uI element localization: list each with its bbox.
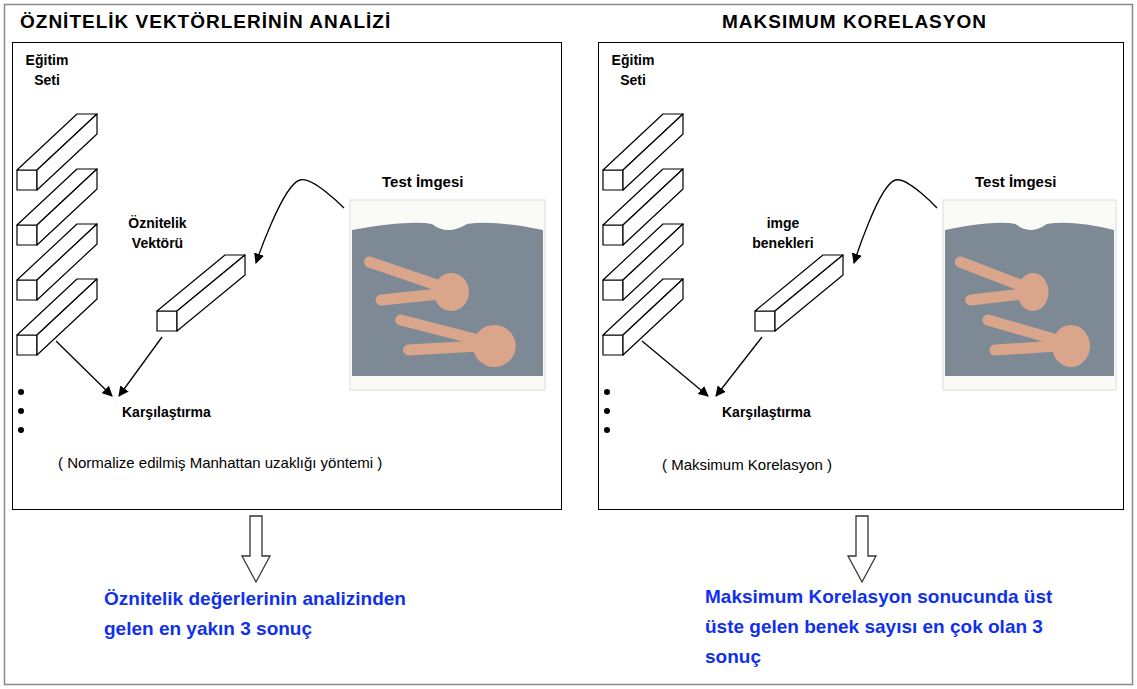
stack-shape — [14, 48, 106, 443]
comparison-label: Karşılaştırma — [722, 403, 811, 421]
outer-frame — [5, 5, 1133, 685]
node-label: Öznitelik Vektörü — [115, 213, 200, 253]
node-label: Eğitim Seti — [18, 50, 76, 90]
finger — [960, 262, 1022, 286]
test-photo — [350, 200, 545, 390]
finger — [988, 320, 1057, 340]
result-text: Maksimum Korelasyon sonucunda üst üste g… — [705, 582, 1077, 672]
prism-face — [177, 255, 245, 331]
vector-bar — [17, 279, 97, 355]
method-panel: ÖZNİTELİK VEKTÖRLERİNİN ANALİZİ( Normali… — [12, 42, 562, 510]
prism-face — [17, 335, 37, 355]
finger — [409, 346, 479, 350]
feature-vector: Öznitelik Vektörü — [115, 213, 255, 338]
node-label: Test İmgesi — [975, 172, 1056, 192]
prism-face — [755, 311, 775, 331]
panel-title: ÖZNİTELİK VEKTÖRLERİNİN ANALİZİ — [20, 10, 391, 34]
image-shape — [938, 168, 1121, 396]
bar-shape — [115, 213, 255, 338]
hollow-down-arrows — [242, 516, 876, 582]
prism-face — [157, 311, 177, 331]
hand — [473, 325, 516, 367]
method-note: ( Maksimum Korelasyon ) — [662, 455, 832, 475]
training-set-stack: Eğitim Seti — [600, 48, 692, 443]
prism-face — [17, 280, 37, 300]
finger — [971, 294, 1023, 300]
prism-face — [17, 170, 37, 190]
curved-arrow — [256, 180, 344, 263]
photo-frame — [943, 200, 1116, 390]
vector-bar — [755, 255, 843, 331]
prism-face — [623, 279, 683, 355]
continuation-dots — [18, 389, 610, 433]
finger — [370, 262, 440, 286]
test-image: Test İmgesi — [938, 168, 1121, 396]
photo-frame — [350, 200, 545, 390]
stack-shape — [600, 48, 692, 443]
patch-vector: imge benekleri — [713, 213, 853, 338]
shirt — [945, 223, 1114, 376]
node-label: imge benekleri — [738, 213, 828, 253]
finger — [381, 294, 440, 300]
hand — [1052, 325, 1090, 367]
finger — [995, 346, 1057, 350]
prism-face — [603, 335, 623, 355]
vector-bar — [157, 255, 245, 331]
method-panel: MAKSIMUM KORELASYON( Maksimum Korelasyon… — [598, 42, 1124, 510]
prism-face — [603, 170, 623, 190]
prism-face — [37, 279, 97, 355]
vector-bar — [603, 279, 683, 355]
training-set-stack: Eğitim Seti — [14, 48, 106, 443]
bar-shape — [713, 213, 853, 338]
result-text: Öznitelik değerlerinin analizinden gelen… — [104, 584, 449, 644]
hand — [434, 273, 469, 311]
prism-face — [17, 225, 37, 245]
prism-face — [603, 225, 623, 245]
hand — [1017, 273, 1048, 311]
comparison-label: Karşılaştırma — [122, 403, 211, 421]
curved-arrow — [854, 180, 937, 263]
node-label: Test İmgesi — [382, 172, 463, 192]
panel-title: MAKSIMUM KORELASYON — [722, 10, 987, 34]
test-photo — [943, 200, 1116, 390]
prism-face — [603, 280, 623, 300]
node-label: Eğitim Seti — [604, 50, 662, 90]
prism-face — [775, 255, 843, 331]
test-image: Test İmgesi — [345, 168, 550, 396]
shirt — [352, 223, 543, 376]
image-shape — [345, 168, 550, 396]
method-note: ( Normalize edilmiş Manhattan uzaklığı y… — [58, 453, 382, 473]
finger — [401, 320, 479, 340]
